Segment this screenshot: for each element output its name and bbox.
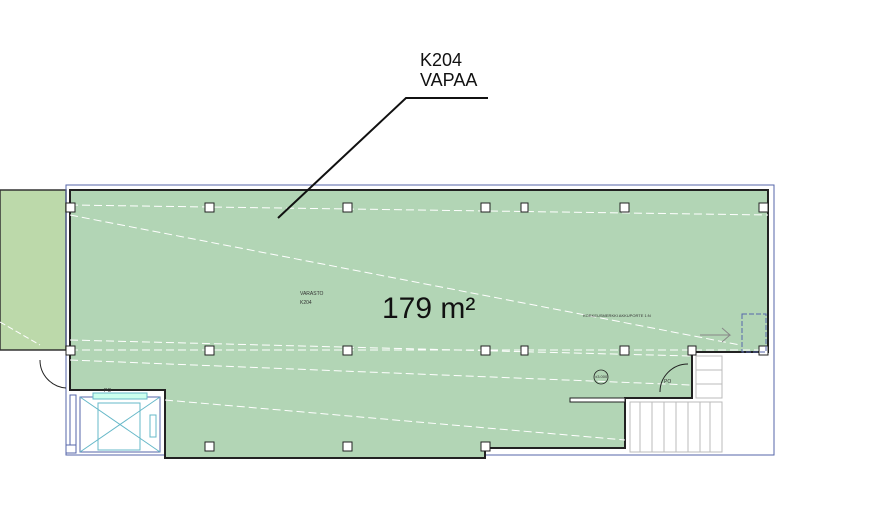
stairs — [629, 355, 723, 453]
callout-unit-id: K204 — [420, 50, 463, 70]
level-mark-circle — [593, 369, 609, 385]
adjacent-room — [0, 189, 67, 351]
door-swing — [659, 363, 689, 393]
room-area: 179 m² — [382, 292, 476, 325]
callout-leader — [277, 97, 488, 219]
door-label: PO — [664, 379, 672, 385]
room-name: VARASTO — [300, 291, 324, 297]
level-mark: ±3.000 — [595, 374, 608, 379]
beam-lines — [69, 204, 769, 441]
door-label: PO — [104, 388, 112, 394]
room-note: KORKEUSMERKKI AKKUPORTE 1:N — [583, 313, 651, 318]
elevator — [79, 392, 161, 453]
columns — [65, 202, 769, 452]
room-code: K204 — [300, 300, 312, 306]
callout-status: VAPAA — [420, 70, 478, 90]
